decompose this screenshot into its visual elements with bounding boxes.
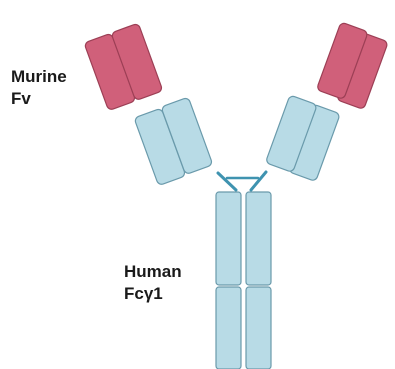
murine-fv-label-line1: Murine [11, 66, 67, 88]
right-arm [265, 22, 388, 182]
fc-left-upper-domain [216, 192, 241, 285]
fc-right-upper-domain [246, 192, 271, 285]
murine-fv-label-line2: Fv [11, 88, 67, 110]
hinge-left-link [218, 173, 236, 190]
fc-left-lower-domain [216, 287, 241, 369]
hinge-region [218, 172, 266, 190]
human-fc-label: Human Fcγ1 [124, 261, 182, 305]
murine-fv-label: Murine Fv [11, 66, 67, 110]
human-fc-label-line2: Fcγ1 [124, 283, 182, 305]
fc-stem [216, 192, 271, 369]
hinge-right-link [251, 172, 266, 190]
human-fc-label-line1: Human [124, 261, 182, 283]
left-arm [84, 23, 213, 186]
fc-right-lower-domain [246, 287, 271, 369]
